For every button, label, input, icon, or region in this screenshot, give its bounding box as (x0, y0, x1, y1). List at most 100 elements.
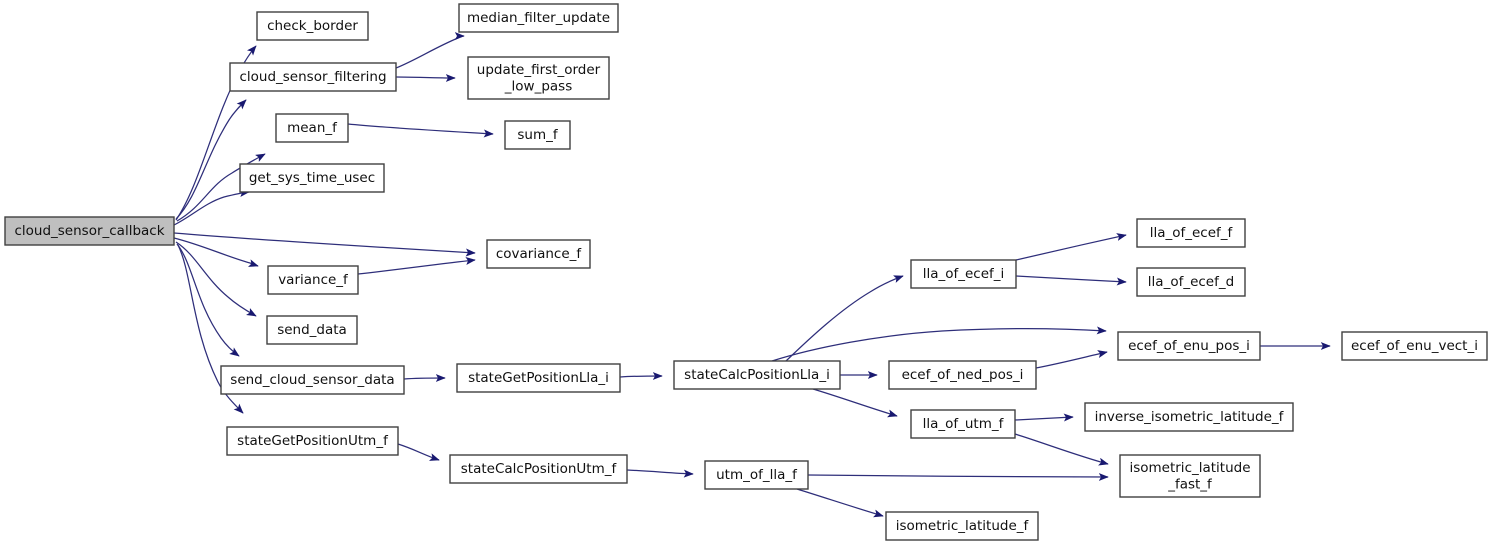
node-label-isometric_latitude_f: isometric_latitude_f (896, 518, 1030, 534)
node-box-cloud_sensor_callback[interactable] (4, 216, 175, 246)
node-box-stateCalcPositionLla_i[interactable] (673, 360, 841, 390)
edge-stateCalcPositionLla_i-to-lla_of_utm_f (812, 388, 898, 418)
node-box-check_border[interactable] (256, 11, 369, 41)
node-isometric_latitude_f[interactable]: isometric_latitude_f (885, 511, 1039, 541)
node-check_border[interactable]: check_border (256, 11, 369, 41)
node-variance_f[interactable]: variance_f (267, 265, 359, 295)
node-box-stateGetPositionLla_i[interactable] (456, 363, 621, 393)
node-ecef_of_ned_pos_i[interactable]: ecef_of_ned_pos_i (888, 360, 1037, 390)
node-lla_of_utm_f[interactable]: lla_of_utm_f (910, 409, 1016, 439)
node-box-get_sys_time_usec[interactable] (239, 163, 385, 193)
node-box-covariance_f[interactable] (486, 239, 591, 269)
node-cloud_sensor_callback[interactable]: cloud_sensor_callback (4, 216, 175, 246)
edge-send_cloud_sensor_data-to-stateGetPositionLla_i (403, 374, 446, 383)
node-send_cloud_sensor_data[interactable]: send_cloud_sensor_data (220, 365, 405, 395)
edge-lla_of_ecef_i-to-lla_of_ecef_d (1015, 275, 1127, 286)
node-box-lla_of_ecef_d[interactable] (1136, 267, 1246, 297)
node-lla_of_ecef_f[interactable]: lla_of_ecef_f (1136, 218, 1246, 248)
edge-utm_of_lla_f-to-isometric_latitude_f (796, 488, 884, 518)
node-ecef_of_enu_vect_i[interactable]: ecef_of_enu_vect_i (1341, 331, 1488, 361)
node-stateGetPositionLla_i[interactable]: stateGetPositionLla_i (456, 363, 621, 393)
node-label-stateGetPositionLla_i: stateGetPositionLla_i (468, 370, 609, 386)
node-label-variance_f: variance_f (278, 272, 349, 288)
node-ecef_of_enu_pos_i[interactable]: ecef_of_enu_pos_i (1117, 331, 1261, 361)
node-cloud_sensor_filtering[interactable]: cloud_sensor_filtering (229, 62, 397, 92)
node-label-isometric_latitude_fast_f: isometric_latitude (1129, 460, 1250, 476)
node-box-mean_f[interactable] (275, 113, 349, 143)
nodes-layer: cloud_sensor_callback check_border cloud_s… (4, 3, 1488, 541)
node-label-lla_of_ecef_d: lla_of_ecef_d (1148, 274, 1234, 290)
edge-cloud_sensor_callback-to-send_cloud_sensor_data (176, 243, 240, 357)
node-box-send_cloud_sensor_data[interactable] (220, 365, 405, 395)
edge-cloud_sensor_callback-to-send_data (175, 241, 257, 317)
node-box-ecef_of_enu_pos_i[interactable] (1117, 331, 1261, 361)
node-box-lla_of_utm_f[interactable] (910, 409, 1016, 439)
node-stateCalcPositionUtm_f[interactable]: stateCalcPositionUtm_f (449, 454, 628, 484)
node-label-utm_of_lla_f: utm_of_lla_f (716, 467, 798, 483)
node-box-isometric_latitude_f[interactable] (885, 511, 1039, 541)
node-label-send_data: send_data (277, 322, 347, 338)
edges-layer (173, 32, 1331, 518)
node-label-ecef_of_enu_vect_i: ecef_of_enu_vect_i (1351, 338, 1478, 354)
node-get_sys_time_usec[interactable]: get_sys_time_usec (239, 163, 385, 193)
node-box-median_filter_update[interactable] (458, 3, 619, 33)
edge-cloud_sensor_callback-to-mean_f (176, 153, 266, 222)
edge-cloud_sensor_callback-to-get_sys_time_usec (173, 189, 250, 226)
node-box-variance_f[interactable] (267, 265, 359, 295)
edge-cloud_sensor_callback-to-stateGetPositionUtm_f (177, 244, 244, 414)
node-stateCalcPositionLla_i[interactable]: stateCalcPositionLla_i (673, 360, 841, 390)
node-update_first_order_low_pass[interactable]: update_first_order_low_pass (467, 56, 610, 100)
node-utm_of_lla_f[interactable]: utm_of_lla_f (704, 460, 809, 490)
edge-lla_of_ecef_i-to-lla_of_ecef_f (1015, 233, 1127, 261)
edge-stateGetPositionLla_i-to-stateCalcPositionLla_i (619, 372, 663, 381)
node-label-stateCalcPositionLla_i: stateCalcPositionLla_i (684, 367, 830, 383)
edge-stateGetPositionUtm_f-to-stateCalcPositionUtm_f (397, 443, 440, 461)
edge-cloud_sensor_filtering-to-median_filter_update (395, 32, 465, 69)
node-label-send_cloud_sensor_data: send_cloud_sensor_data (230, 372, 394, 388)
edge-ecef_of_ned_pos_i-to-ecef_of_enu_pos_i (1035, 350, 1108, 369)
node-mean_f[interactable]: mean_f (275, 113, 349, 143)
node-box-ecef_of_ned_pos_i[interactable] (888, 360, 1037, 390)
node-label-isometric_latitude_fast_f: _fast_f (1167, 476, 1213, 492)
node-label-lla_of_ecef_f: lla_of_ecef_f (1150, 225, 1234, 241)
node-box-lla_of_ecef_i[interactable] (910, 259, 1017, 289)
node-label-cloud_sensor_callback: cloud_sensor_callback (14, 223, 164, 239)
node-lla_of_ecef_i[interactable]: lla_of_ecef_i (910, 259, 1017, 289)
node-box-isometric_latitude_fast_f[interactable] (1119, 454, 1261, 498)
node-box-ecef_of_enu_vect_i[interactable] (1341, 331, 1488, 361)
node-inverse_isometric_latitude_f[interactable]: inverse_isometric_latitude_f (1084, 402, 1294, 432)
node-label-update_first_order_low_pass: _low_pass (504, 78, 572, 94)
edge-variance_f-to-covariance_f (357, 257, 476, 275)
node-label-lla_of_ecef_i: lla_of_ecef_i (923, 266, 1005, 282)
node-label-cloud_sensor_filtering: cloud_sensor_filtering (239, 69, 386, 85)
edge-utm_of_lla_f-to-isometric_latitude_fast_f (807, 472, 1109, 481)
node-median_filter_update[interactable]: median_filter_update (458, 3, 619, 33)
node-box-sum_f[interactable] (504, 120, 571, 150)
node-box-cloud_sensor_filtering[interactable] (229, 62, 397, 92)
node-sum_f[interactable]: sum_f (504, 120, 571, 150)
node-label-sum_f: sum_f (517, 127, 558, 143)
node-isometric_latitude_fast_f[interactable]: isometric_latitude_fast_f (1119, 454, 1261, 498)
node-stateGetPositionUtm_f[interactable]: stateGetPositionUtm_f (226, 426, 399, 456)
node-covariance_f[interactable]: covariance_f (486, 239, 591, 269)
edge-lla_of_utm_f-to-isometric_latitude_fast_f (1014, 433, 1109, 466)
edge-stateCalcPositionUtm_f-to-utm_of_lla_f (626, 469, 694, 478)
edge-stateCalcPositionLla_i-to-lla_of_ecef_i (785, 275, 904, 362)
edge-cloud_sensor_callback-to-covariance_f (173, 232, 476, 257)
node-send_data[interactable]: send_data (266, 315, 358, 345)
edge-cloud_sensor_filtering-to-update_first_order_low_pass (395, 73, 456, 82)
edge-cloud_sensor_callback-to-variance_f (173, 237, 259, 267)
node-box-inverse_isometric_latitude_f[interactable] (1084, 402, 1294, 432)
node-label-stateCalcPositionUtm_f: stateCalcPositionUtm_f (461, 461, 618, 477)
node-box-send_data[interactable] (266, 315, 358, 345)
node-label-mean_f: mean_f (287, 120, 338, 136)
edge-cloud_sensor_callback-to-cloud_sensor_filtering (175, 99, 247, 220)
node-box-update_first_order_low_pass[interactable] (467, 56, 610, 100)
node-box-stateCalcPositionUtm_f[interactable] (449, 454, 628, 484)
node-box-stateGetPositionUtm_f[interactable] (226, 426, 399, 456)
node-box-utm_of_lla_f[interactable] (704, 460, 809, 490)
node-box-lla_of_ecef_f[interactable] (1136, 218, 1246, 248)
node-lla_of_ecef_d[interactable]: lla_of_ecef_d (1136, 267, 1246, 297)
node-label-ecef_of_enu_pos_i: ecef_of_enu_pos_i (1128, 338, 1250, 354)
